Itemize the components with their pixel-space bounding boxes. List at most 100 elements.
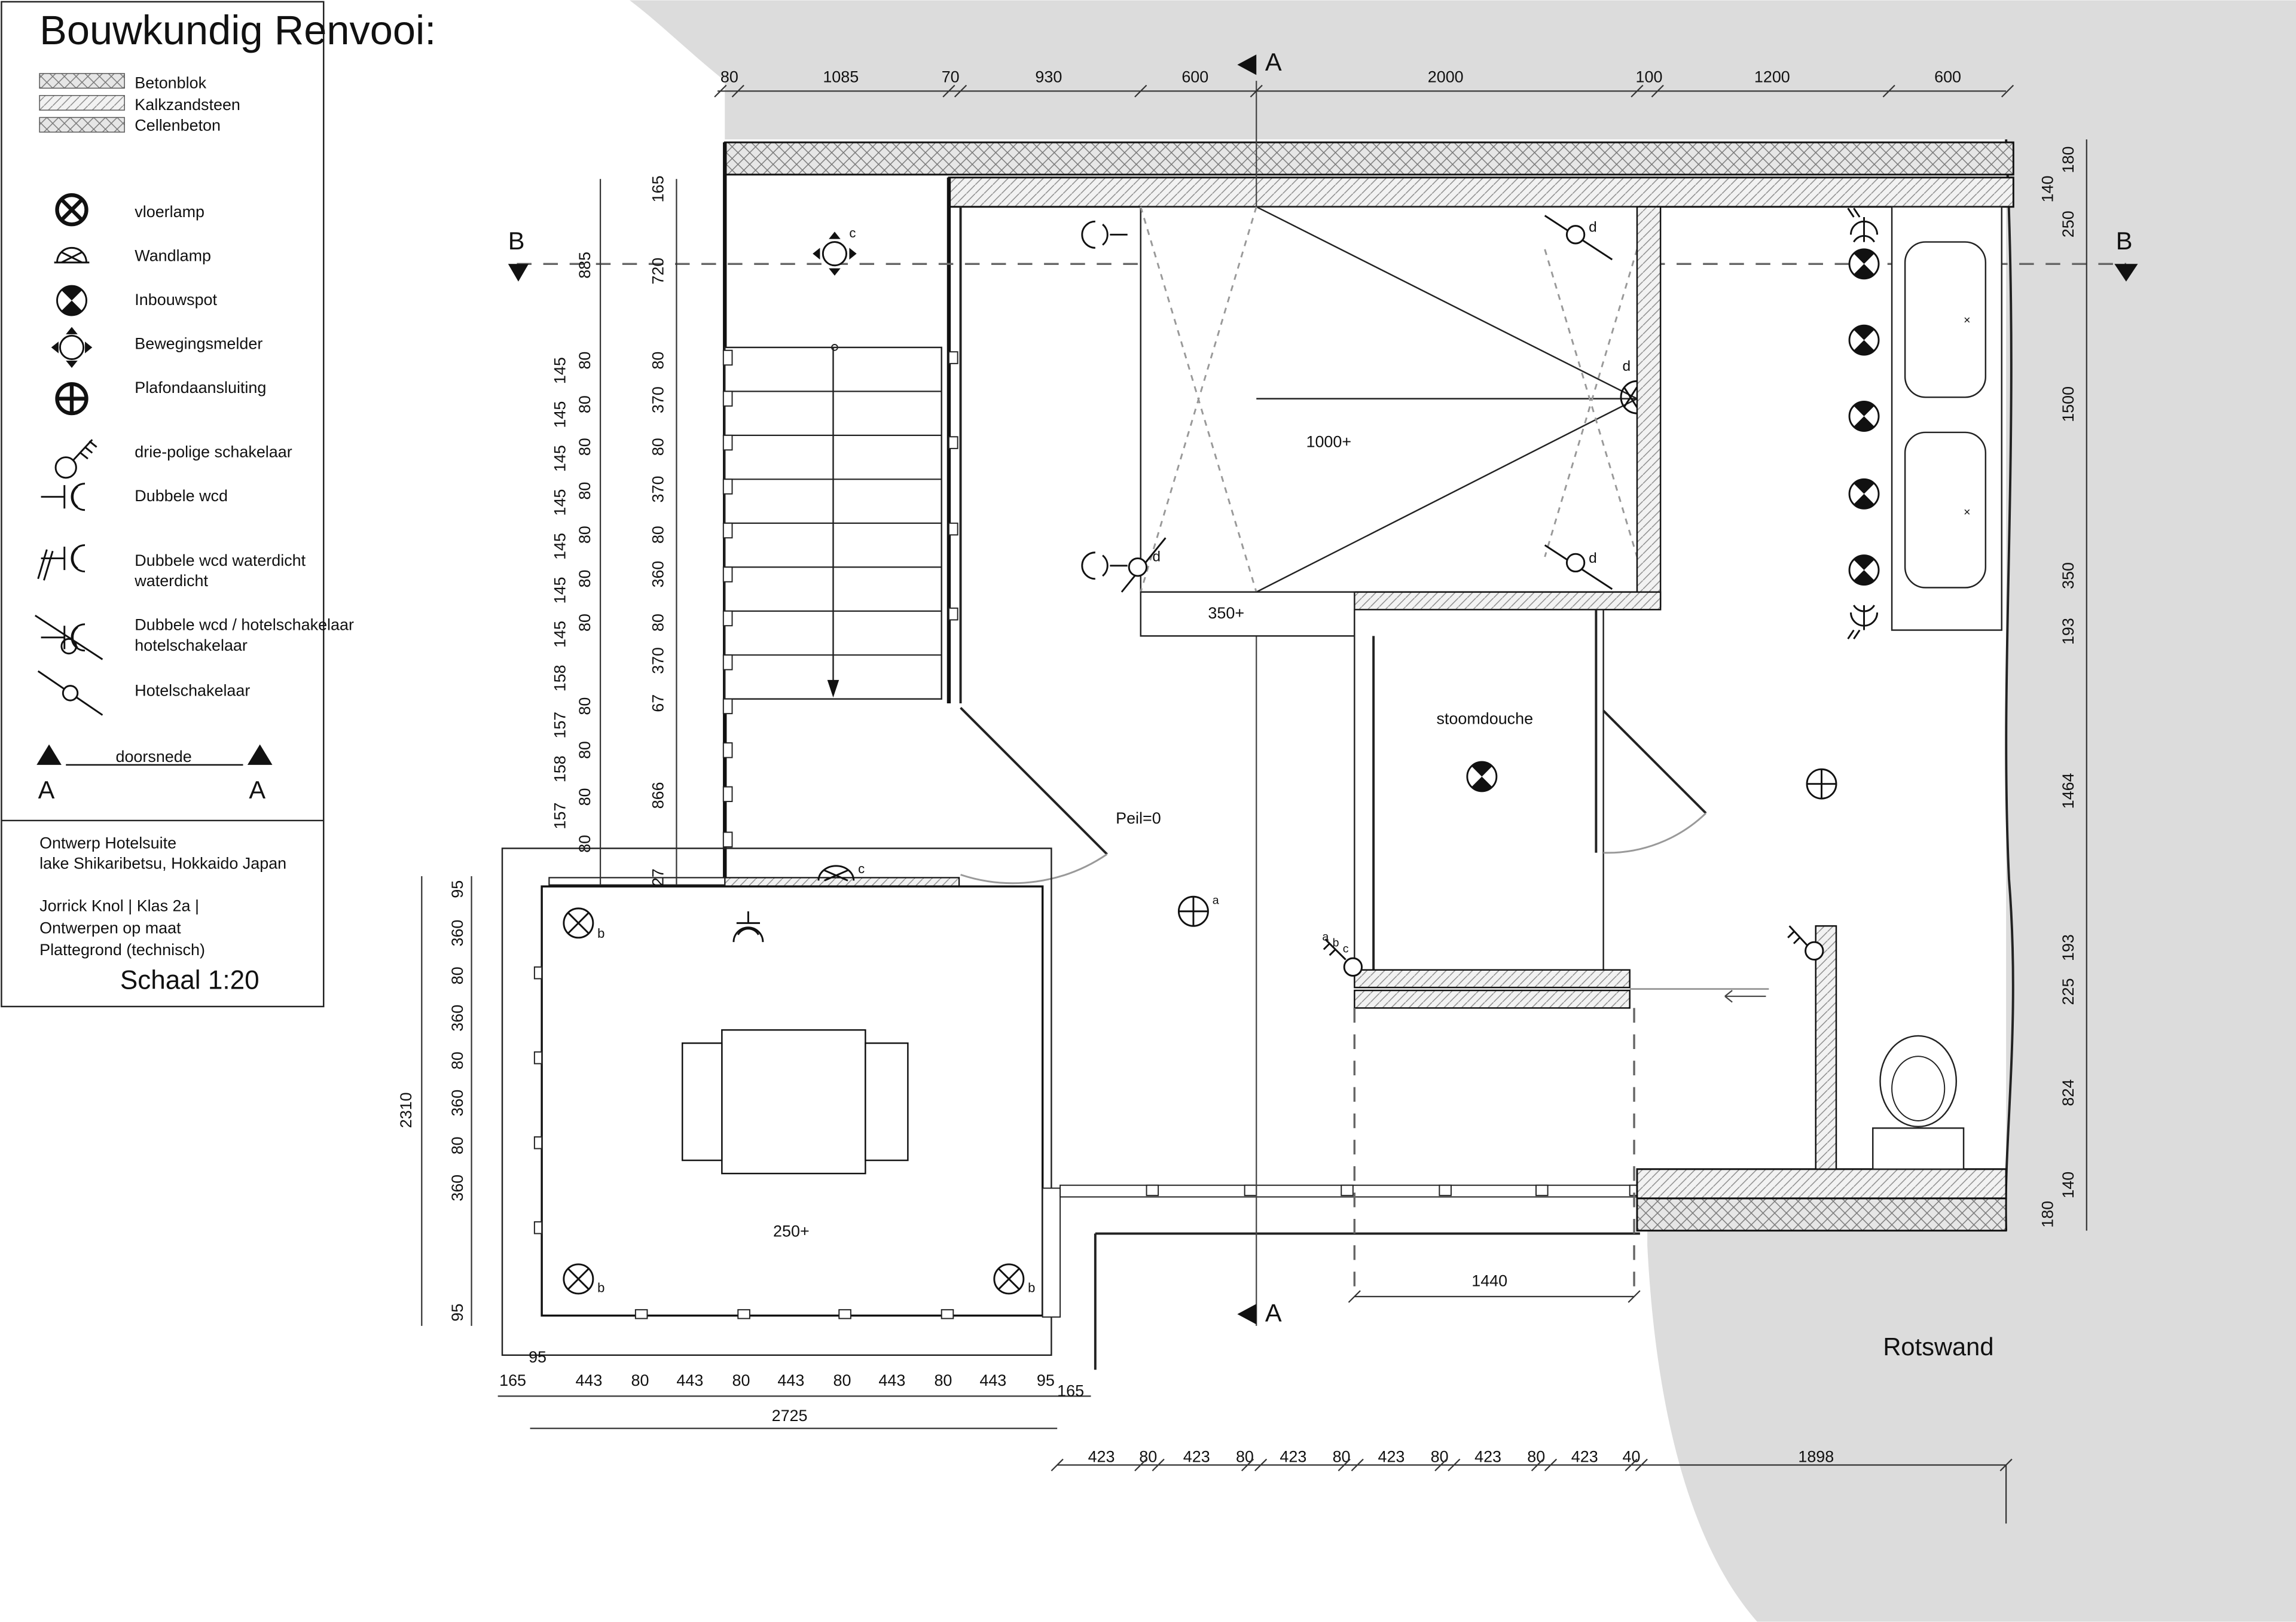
bed-cross — [1140, 206, 1257, 593]
dim-right: 140 — [2059, 1172, 2077, 1199]
motion-sensor-icon — [51, 327, 93, 368]
door-leaf — [1602, 709, 1707, 815]
recessed-spot-icon — [1848, 554, 1880, 586]
dim-stair: 80 — [576, 395, 594, 413]
dim-bottom: 80 — [833, 1371, 851, 1389]
dim-stair: 80 — [576, 352, 594, 370]
dim-stair: 145 — [551, 401, 569, 428]
dim-left: 80 — [448, 1051, 466, 1069]
dim-bottom2: 80 — [1527, 1448, 1545, 1466]
tag-b: b — [597, 1280, 604, 1295]
dim-left: 360 — [448, 920, 466, 947]
dim-right: 350 — [2059, 562, 2077, 589]
ceiling-connection-icon — [55, 382, 88, 416]
room-level-peil: Peil=0 — [1116, 809, 1161, 827]
tag-d: d — [1152, 548, 1161, 565]
dim-bottom: 80 — [732, 1371, 750, 1389]
legend-label: Plafondaansluiting — [135, 379, 266, 397]
tag-d: d — [1589, 550, 1597, 566]
dim-bottom2: 423 — [1571, 1448, 1598, 1466]
wall-lamp-icon — [1620, 380, 1638, 414]
wall-wc — [1815, 925, 1837, 1170]
dim-right: 1464 — [2059, 773, 2077, 809]
dim-top: 600 — [1181, 68, 1208, 86]
swatch-cellenbeton — [39, 117, 125, 133]
dim-bottom: 80 — [934, 1371, 952, 1389]
dim-right: 193 — [2059, 618, 2077, 645]
ceiling-connection-icon — [1177, 895, 1209, 927]
recessed-spot-icon — [56, 285, 87, 316]
dim-right: 824 — [2059, 1080, 2077, 1106]
steam-shower — [1354, 609, 1604, 971]
drain-mark: × — [1964, 506, 1970, 519]
dim-top: 1085 — [823, 68, 859, 86]
title-line: Ontwerpen op maat — [39, 919, 181, 937]
double-socket-icon — [1081, 220, 1128, 249]
dim-top: 1200 — [1754, 68, 1790, 86]
dim-right-labels: 180 140 250 1500 350 193 1464 193 225 82… — [2038, 147, 2077, 1228]
legend-label-line2: hotelschakelaar — [135, 636, 248, 654]
dim-stair: 80 — [576, 482, 594, 500]
dim-bottom: 165 — [1057, 1382, 1084, 1400]
dim-stair: 67 — [649, 694, 667, 712]
dim-right: 225 — [2059, 978, 2077, 1005]
dim-stair: 158 — [551, 664, 569, 691]
section-marker-icon — [1237, 1304, 1257, 1325]
dim-left: 95 — [448, 880, 466, 898]
material-label: Cellenbeton — [135, 116, 221, 134]
floor-lamp-icon — [563, 1263, 594, 1295]
material-label: Kalkzandsteen — [135, 96, 240, 114]
legend-label: Wandlamp — [135, 246, 211, 264]
dim-top: 100 — [1636, 68, 1663, 86]
tag-d: d — [1622, 358, 1631, 374]
wall-bed-right — [1636, 206, 1662, 608]
double-socket-icon — [41, 483, 86, 511]
double-socket-icon — [732, 911, 764, 943]
floor-lamp-icon — [993, 1263, 1025, 1295]
dim-stair: 80 — [576, 526, 594, 544]
dim-stair-outer: 145 145 145 145 145 145 145 158 157 158 … — [551, 357, 569, 829]
dim-stair: 145 — [551, 445, 569, 472]
dim-stair: 866 — [649, 782, 667, 809]
legend-label: Hotelschakelaar — [135, 682, 250, 700]
dim-stair: 80 — [649, 614, 667, 632]
dim-stair: 165 — [649, 176, 667, 203]
dim-bottom: 80 — [631, 1371, 649, 1389]
section-marker-icon — [247, 744, 273, 765]
dim-bottom: 443 — [878, 1371, 905, 1389]
dim-right: 180 — [2059, 147, 2077, 173]
dim-bottom2: 80 — [1333, 1448, 1351, 1466]
legend-label: Bewegingsmelder — [135, 334, 262, 352]
dim-bottom-total: 2725 — [772, 1407, 808, 1425]
dim-right: 140 — [2038, 176, 2056, 203]
tag-a: a — [1322, 931, 1329, 944]
tag-d: d — [1589, 219, 1597, 235]
dim-bottom2: 423 — [1474, 1448, 1501, 1466]
washbasin — [1904, 241, 1987, 398]
dim-left: 80 — [448, 967, 466, 984]
steam-shower-bottom-wall2 — [1354, 989, 1631, 1009]
steam-shower-bottom-wall — [1354, 969, 1631, 989]
dim-stair: 720 — [649, 258, 667, 285]
swatch-kalkzandsteen — [39, 94, 125, 111]
room-level-bed: 1000+ — [1306, 432, 1351, 450]
dimension-ticks-top — [714, 84, 2014, 97]
wall-bathroom-bottom-outer — [1636, 1197, 2007, 1232]
section-letter: A — [1265, 48, 1282, 76]
dim-bottom2: 423 — [1088, 1448, 1115, 1466]
title-line: Ontwerp Hotelsuite — [39, 834, 176, 852]
section-letter: A — [1265, 1298, 1282, 1327]
dim-bottom2: 80 — [1236, 1448, 1254, 1466]
dim-top: 600 — [1934, 68, 1961, 86]
waterproof-double-socket-icon — [37, 544, 86, 581]
dim-left-total: 2310 — [397, 1092, 415, 1128]
room-level-ledge: 350+ — [1208, 604, 1244, 622]
stair-start-dot — [831, 344, 838, 351]
dim-right: 193 — [2059, 934, 2077, 961]
section-letter: A — [249, 776, 265, 804]
recessed-spot-icon — [1848, 401, 1880, 432]
dim-stair: 157 — [551, 712, 569, 739]
three-pole-switch-icon — [54, 439, 97, 479]
dim-stair: 370 — [649, 386, 667, 413]
dining-bench-right — [865, 1042, 909, 1161]
